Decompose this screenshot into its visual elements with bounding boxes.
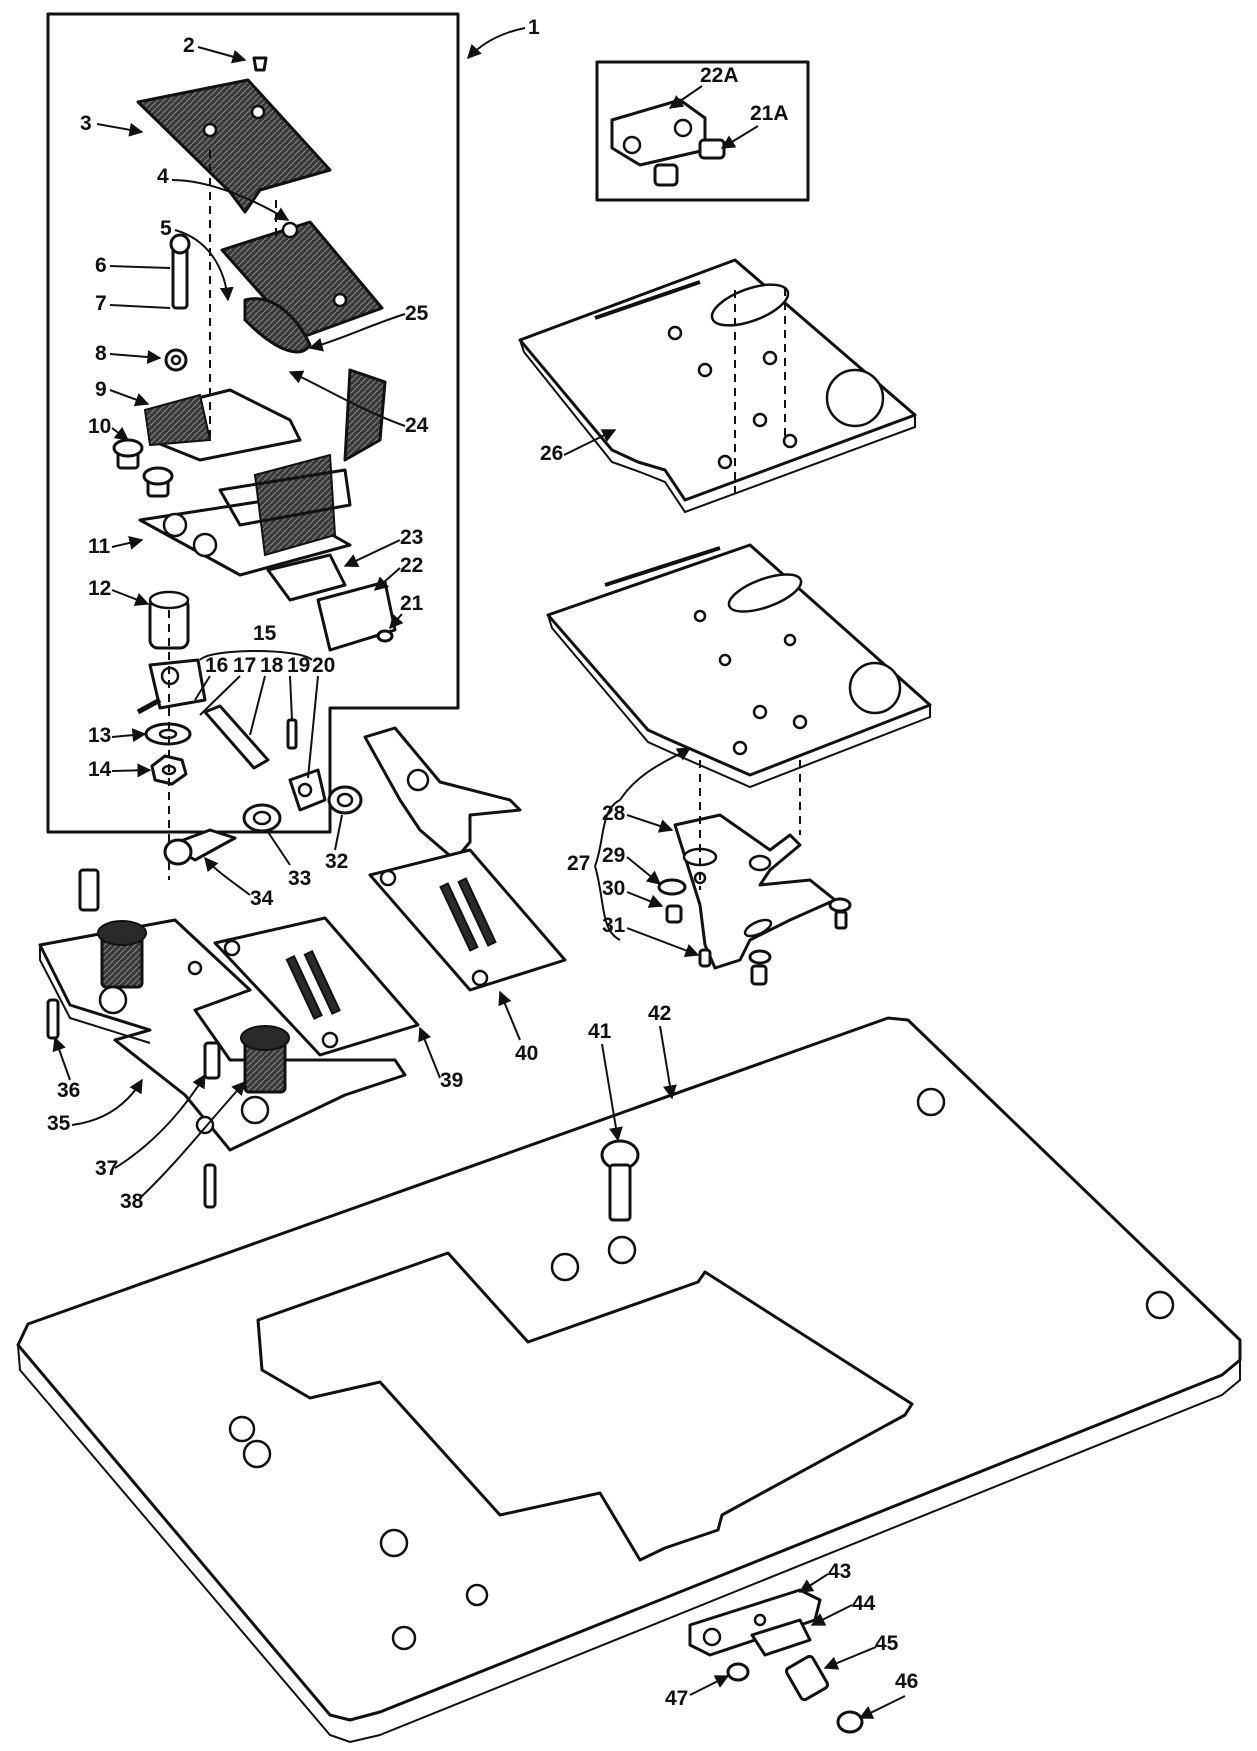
part-3-sole [136, 78, 332, 214]
callout-2: 2 [183, 34, 195, 57]
callout-27: 27 [567, 852, 590, 875]
callout-42: 42 [648, 1002, 671, 1025]
callout-46: 46 [895, 1670, 918, 1693]
callout-26: 26 [540, 442, 563, 465]
callout-12: 12 [88, 577, 111, 600]
part-9-knurled-side [143, 393, 212, 447]
callout-36: 36 [57, 1079, 80, 1102]
callout-labels: 1 2 3 4 5 6 7 8 9 10 11 12 13 14 15 16 1… [47, 16, 918, 1719]
callout-15: 15 [253, 622, 277, 645]
callout-25: 25 [405, 302, 429, 325]
callout-14: 14 [88, 758, 112, 781]
callout-9: 9 [95, 378, 107, 401]
callout-19: 19 [287, 654, 310, 677]
callout-38: 38 [120, 1190, 144, 1213]
callout-21a: 21A [750, 102, 789, 125]
callout-24: 24 [405, 414, 429, 437]
callout-22: 22 [400, 554, 423, 577]
callout-20: 20 [312, 654, 335, 677]
callout-31: 31 [602, 914, 626, 937]
callout-11: 11 [88, 535, 111, 558]
callout-8: 8 [95, 342, 107, 365]
callout-21: 21 [400, 592, 424, 615]
callout-16: 16 [205, 654, 228, 677]
callout-35: 35 [47, 1112, 71, 1135]
callout-17: 17 [233, 654, 256, 677]
feed-plate-35 [38, 868, 407, 1209]
presser-foot-assembly-box [46, 12, 460, 880]
slide-plate [546, 543, 932, 789]
callout-3: 3 [80, 112, 92, 135]
callout-6: 6 [95, 254, 107, 277]
bed-plate-42 [16, 1016, 1242, 1744]
callout-34: 34 [250, 887, 274, 910]
callout-44: 44 [852, 1592, 876, 1615]
callout-37: 37 [95, 1157, 118, 1180]
callout-7: 7 [95, 292, 107, 315]
callout-29: 29 [602, 844, 625, 867]
callout-33: 33 [288, 867, 311, 890]
callout-41: 41 [588, 1020, 612, 1043]
needle-plates [213, 848, 567, 1057]
callout-43: 43 [828, 1560, 851, 1583]
lever-parts [163, 726, 522, 866]
callout-1: 1 [528, 16, 540, 39]
callout-32: 32 [325, 850, 348, 873]
callout-18: 18 [260, 654, 284, 677]
callout-10: 10 [88, 415, 111, 438]
slide-spring-28 [657, 760, 852, 986]
detail-21a-22a [595, 60, 810, 202]
throat-plate-26 [518, 258, 917, 514]
callout-47: 47 [665, 1687, 688, 1710]
bottom-latch-parts [688, 1588, 864, 1734]
callout-13: 13 [88, 724, 111, 747]
callout-23: 23 [400, 526, 423, 549]
callout-39: 39 [440, 1069, 463, 1092]
callout-4: 4 [157, 165, 169, 188]
callout-28: 28 [602, 802, 626, 825]
part-24-arm [343, 368, 387, 462]
callout-5: 5 [160, 217, 172, 240]
callout-22a: 22A [700, 64, 739, 87]
callout-45: 45 [875, 1632, 899, 1655]
callout-30: 30 [602, 877, 625, 900]
callout-40: 40 [515, 1042, 538, 1065]
